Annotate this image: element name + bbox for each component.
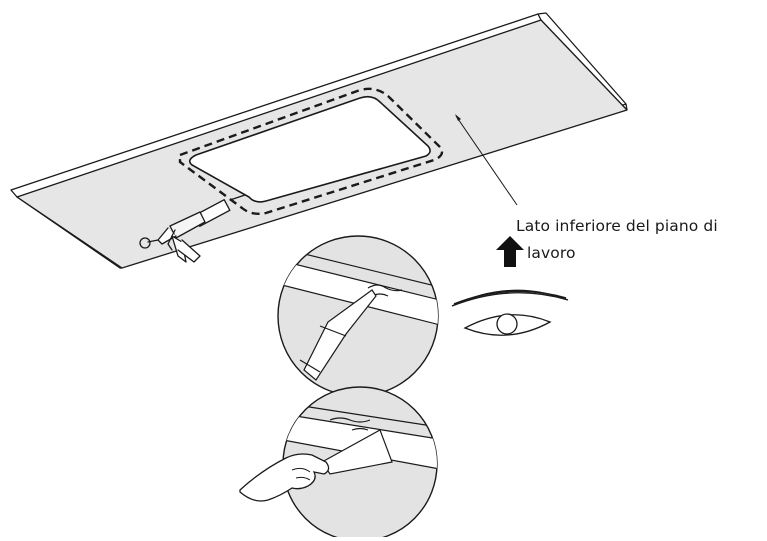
leader-line: [455, 115, 518, 206]
nozzle-icon: [303, 289, 377, 381]
caulking-gun-icon: [139, 194, 246, 263]
sink-cutout: [178, 87, 444, 216]
callout-label-line-2: lavoro: [527, 244, 576, 262]
cutout-opening: [188, 95, 431, 203]
callout-label-line-1: Lato inferiore del piano di: [516, 217, 718, 235]
arrow-up-icon: [496, 236, 524, 267]
eye-icon: [451, 289, 569, 336]
detail-sealant-application: [277, 235, 439, 397]
hand-icon: [239, 453, 330, 502]
sealant-bead-outline: [178, 87, 444, 216]
detail-sealant-smoothing: [239, 386, 438, 541]
leader-arrowhead: [455, 114, 461, 121]
